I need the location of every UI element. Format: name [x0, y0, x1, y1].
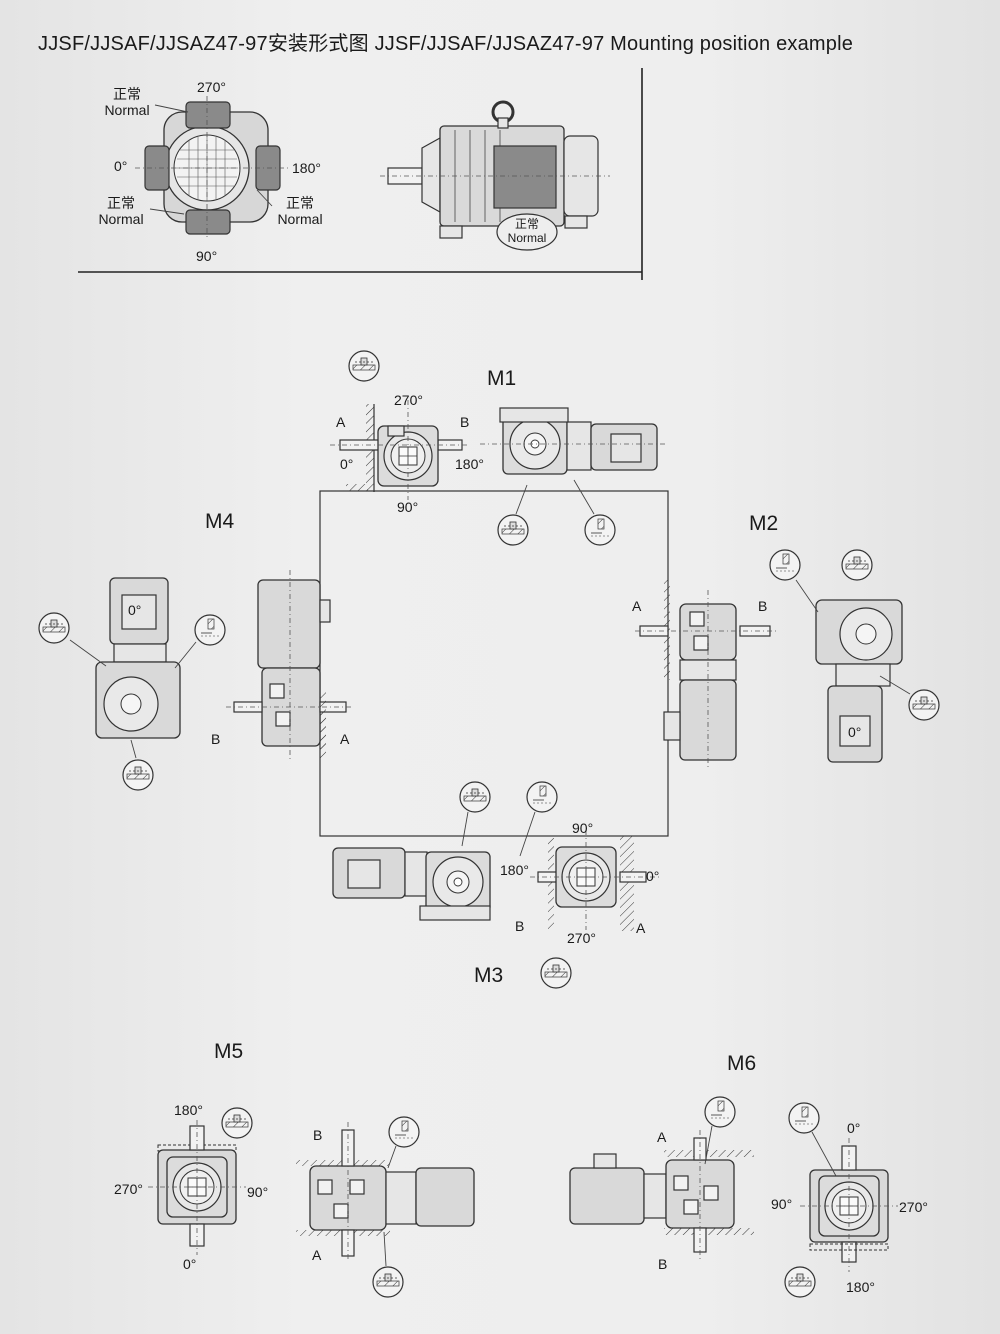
m6-angle-left: 90°	[771, 1196, 793, 1212]
legend-angle-top: 270°	[197, 79, 226, 95]
m3-label: M3	[474, 964, 504, 987]
m3-angle-bottom: 270°	[567, 930, 596, 946]
m2-group	[635, 549, 940, 770]
m2-side-b: B	[758, 598, 768, 614]
m3-angle-top: 90°	[572, 820, 594, 836]
m1-group	[330, 350, 665, 546]
m3-group	[332, 781, 660, 989]
legend-end-view	[135, 96, 288, 240]
m5-angle-top: 180°	[174, 1102, 203, 1118]
m2-label: M2	[749, 512, 779, 535]
m4-side-b: B	[211, 731, 221, 747]
legend-box	[78, 68, 643, 280]
m1-angle-right: 180°	[455, 456, 484, 472]
m2-side-a: A	[632, 598, 642, 614]
normal-en: Normal	[104, 102, 150, 118]
m6-label: M6	[727, 1052, 757, 1075]
m1-angle-left: 0°	[340, 456, 354, 472]
m4-group	[38, 570, 352, 791]
legend-normal-side: 正常 Normal	[508, 217, 547, 245]
m1-angle-top: 270°	[394, 392, 423, 408]
m1-side-a: A	[336, 414, 346, 430]
m6-side-b: B	[658, 1256, 668, 1272]
legend-side-view	[380, 100, 610, 251]
m1-angle-bottom: 90°	[397, 499, 419, 515]
m5-angle-right: 90°	[247, 1184, 269, 1200]
m3-side-a: A	[636, 920, 646, 936]
normal-cn: 正常	[107, 195, 135, 211]
m5-side-a: A	[312, 1247, 322, 1263]
normal-cn: 正常	[286, 195, 314, 211]
m5-side-b: B	[313, 1127, 323, 1143]
m5-angle-left: 270°	[114, 1181, 143, 1197]
m6-angle-top: 0°	[847, 1120, 861, 1136]
legend-angle-right: 180°	[292, 160, 321, 176]
normal-en: Normal	[507, 231, 547, 245]
m3-angle-right: 0°	[646, 868, 660, 884]
legend-normal-bottomleft: 正常 Normal	[98, 195, 143, 227]
m5-group	[148, 1107, 475, 1298]
m6-angle-bottom: 180°	[846, 1279, 875, 1295]
m1-side-b: B	[460, 414, 470, 430]
legend-normal-topleft: 正常 Normal	[104, 86, 149, 118]
normal-en: Normal	[277, 211, 323, 227]
m6-group	[569, 1096, 898, 1298]
normal-en: Normal	[98, 211, 144, 227]
m5-angle-bottom: 0°	[183, 1256, 197, 1272]
m6-side-a: A	[657, 1129, 667, 1145]
m2-motor-angle: 0°	[848, 724, 862, 740]
m4-label: M4	[205, 510, 235, 533]
normal-cn: 正常	[514, 217, 540, 231]
m6-angle-right: 270°	[899, 1199, 928, 1215]
page-title: JJSF/JJSAF/JJSAZ47-97安装形式图 JJSF/JJSAF/JJ…	[38, 33, 854, 55]
legend-angle-left: 0°	[114, 158, 128, 174]
m5-label: M5	[214, 1040, 244, 1063]
m4-side-a: A	[340, 731, 350, 747]
legend-angle-bottom: 90°	[196, 248, 218, 264]
m1-label: M1	[487, 367, 517, 390]
m3-side-b: B	[515, 918, 525, 934]
m4-motor-angle: 0°	[128, 602, 142, 618]
normal-cn: 正常	[113, 86, 141, 102]
m3-angle-left: 180°	[500, 862, 529, 878]
legend-normal-bottomright: 正常 Normal	[277, 195, 322, 227]
